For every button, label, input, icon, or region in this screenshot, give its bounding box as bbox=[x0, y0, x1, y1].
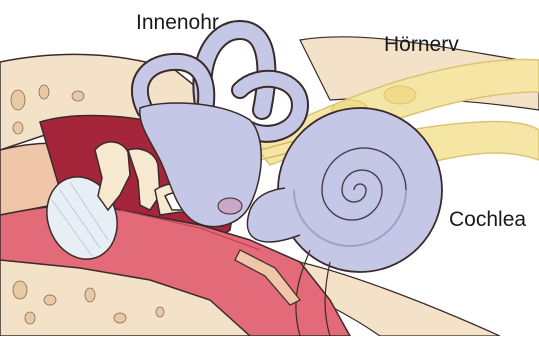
label-auditory-nerve: Hörnerv bbox=[384, 34, 459, 55]
label-inner-ear: Innenohr bbox=[136, 12, 219, 33]
label-cochlea: Cochlea bbox=[449, 209, 526, 230]
